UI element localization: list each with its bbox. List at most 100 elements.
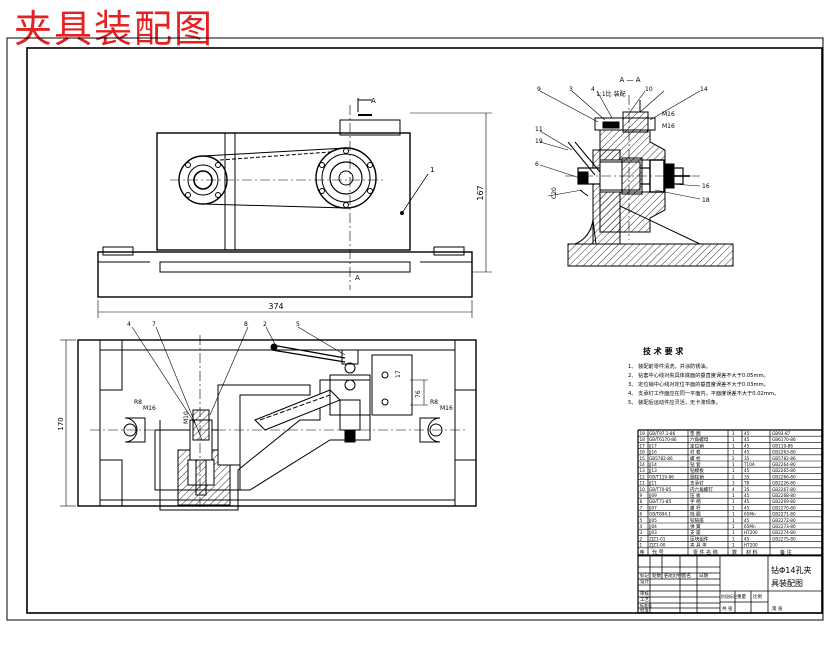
part-material: 35 — [744, 456, 750, 461]
part-name: 夹 具 体 — [690, 542, 707, 549]
part-qty: 1 — [732, 499, 735, 504]
section-mark-bottom: A — [355, 274, 360, 282]
part-qty: 2 — [732, 456, 735, 461]
part-code: JJ03 — [648, 530, 657, 535]
part-material: 45 — [744, 468, 750, 473]
part-no: 5 — [640, 518, 643, 523]
part-name: 钻模板 — [690, 467, 704, 474]
tb-label-approve: 批准 — [640, 607, 649, 614]
part-material: 65Mn — [744, 512, 756, 517]
part-name: 垫 圈 — [690, 430, 701, 437]
part-code: GB5782-86 — [649, 456, 673, 461]
side-balloon-3: 3 — [569, 86, 573, 93]
part-qty: 1 — [732, 462, 735, 467]
part-no: 3 — [640, 530, 643, 535]
title-block — [637, 554, 823, 614]
part-name: 六角螺母 — [690, 436, 709, 443]
part-material: 45 — [744, 518, 750, 523]
plan-dim-m10: M10 — [183, 411, 190, 424]
part-no: 6 — [640, 512, 643, 517]
outer-border — [6, 37, 824, 621]
plan-balloon-7: 7 — [152, 321, 156, 328]
plan-balloon-8: 8 — [244, 321, 248, 328]
tb-label-process: 工艺 — [640, 597, 649, 603]
tech-req-item-1: 1、 装配前零件清洗，并涂防锈油。 — [628, 362, 711, 370]
part-qty: 1 — [732, 524, 735, 529]
part-name: 压块组件 — [690, 535, 709, 542]
part-code: GB/T71-85 — [649, 499, 672, 504]
plan-view — [60, 326, 477, 511]
part-qty: 1 — [732, 450, 735, 455]
part-qty: 1 — [732, 505, 735, 510]
part-code: GB/T70-85 — [649, 487, 672, 492]
plan-dim-m16-left: M16 — [143, 405, 156, 412]
section-mark-top: A — [371, 97, 376, 105]
tech-req-item-4: 4、 支承钉工作面应在同一平面内，平面度误差不大于0.02mm。 — [628, 389, 779, 397]
part-note: GB5782-86 — [772, 456, 796, 461]
tb-label-date: 日期 — [699, 573, 708, 579]
part-name: 螺 栓 — [690, 455, 701, 462]
parts-header-cell: 材 料 — [746, 549, 758, 556]
plan-dim-m16-right: M16 — [440, 405, 453, 412]
part-no: 13 — [640, 468, 646, 473]
part-name: 衬 套 — [690, 449, 701, 456]
tb-label-count: 处数 — [652, 572, 661, 579]
part-material: 45 — [744, 437, 750, 442]
tb-label-stage: 阶段标记 — [721, 593, 737, 599]
part-name: 螺 杆 — [690, 504, 701, 511]
parts-header-cell: 零 件 名 称 — [693, 549, 718, 556]
part-no: 12 — [640, 474, 646, 479]
part-no: 19 — [640, 431, 646, 436]
plan-balloon-4: 4 — [127, 321, 131, 328]
part-no: 7 — [640, 505, 643, 510]
side-balloon-9: 9 — [537, 86, 541, 93]
part-qty: 4 — [732, 487, 735, 492]
part-note: GB2268-80 — [772, 493, 796, 498]
plan-dim-76: 76 — [415, 390, 422, 398]
parts-header-cell: 数 — [732, 549, 737, 556]
part-material: 65Mn — [744, 524, 756, 529]
side-balloon-18: 18 — [702, 197, 710, 204]
balloon-1: 1 — [430, 166, 434, 174]
part-note: GB2264-80 — [772, 462, 796, 467]
part-material: T10A — [743, 462, 755, 467]
side-dim-m16a: M16 — [662, 111, 675, 118]
part-note: GB2267-80 — [772, 487, 796, 492]
plan-dim-170: 170 — [57, 417, 65, 430]
part-material: HT200 — [744, 543, 758, 548]
part-note: GB2265-80 — [772, 468, 796, 473]
part-material: 45 — [744, 499, 750, 504]
part-qty: 1 — [732, 530, 735, 535]
side-balloon-19: 19 — [535, 138, 543, 145]
side-note: 1:1比 装配 — [596, 90, 626, 98]
part-name: 挡 圈 — [690, 511, 701, 518]
part-note: GB2269-80 — [772, 499, 796, 504]
part-note: GB2226-80 — [772, 481, 796, 486]
part-note: GB2266-80 — [772, 474, 796, 479]
part-material: 45 — [744, 505, 750, 510]
dim-374: 374 — [268, 302, 283, 311]
part-qty: 1 — [732, 437, 735, 442]
part-note: GB2263-80 — [772, 450, 796, 455]
part-qty: 1 — [732, 543, 735, 548]
part-material: 35 — [744, 474, 750, 479]
tb-label-weight: 重量 — [737, 593, 746, 600]
tb-label-standard: 标准化 — [640, 602, 652, 608]
side-balloon-14: 14 — [700, 86, 708, 93]
side-balloon-10: 10 — [645, 86, 653, 93]
part-code: GB/T894.1 — [649, 512, 671, 517]
section-title: A — A — [619, 76, 640, 84]
plan-balloon-5: 5 — [296, 321, 300, 328]
part-note: GB2274-80 — [772, 530, 796, 535]
section-view — [539, 90, 734, 267]
part-name: 定位销 — [690, 442, 704, 449]
part-note: GB2273-80 — [772, 524, 796, 529]
part-name: 弹 簧 — [690, 523, 701, 530]
part-no: 9 — [640, 493, 643, 498]
part-note: GB2272-80 — [772, 518, 796, 523]
part-note: GB2271-80 — [772, 512, 796, 517]
part-code: JJ04 — [648, 524, 657, 529]
side-dim-m16b: M16 — [662, 123, 675, 130]
